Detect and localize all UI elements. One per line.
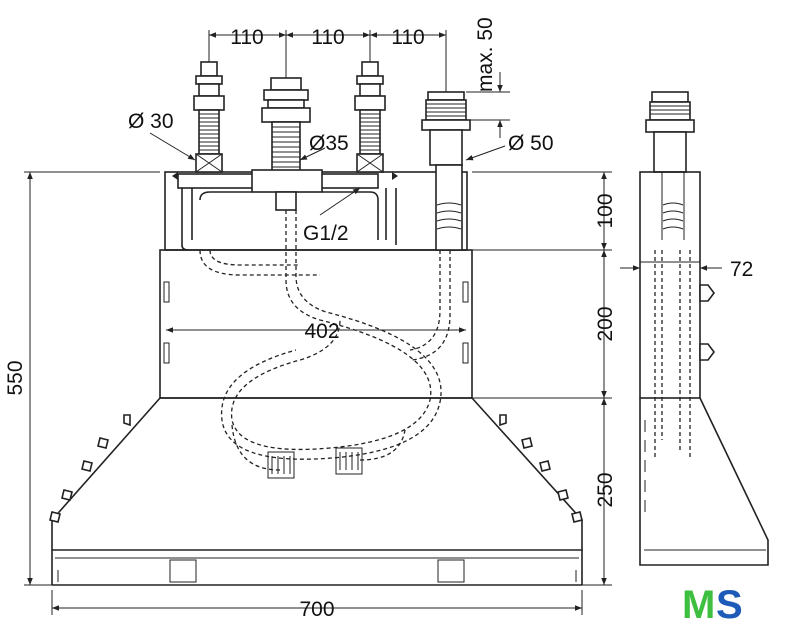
hidden-hoses (199, 210, 451, 479)
dim-110-1: 110 (230, 26, 263, 49)
ms-logo: M S (682, 583, 743, 627)
dim-700: 700 (299, 598, 334, 621)
dim-110-2: 110 (311, 26, 344, 49)
logo-letter-s: S (716, 583, 743, 627)
base-clips (49, 414, 583, 523)
dim-250: 250 (594, 472, 617, 507)
dim-110-3: 110 (391, 26, 424, 49)
dim-diameter-30: Ø 30 (128, 110, 174, 133)
flow-arrow-icon (392, 172, 398, 180)
right-valve (354, 61, 386, 173)
dim-diameter-50: Ø 50 (508, 132, 554, 155)
dim-thread-g12: G1/2 (303, 222, 349, 245)
dim-200: 200 (594, 306, 617, 341)
side-view (639, 91, 769, 566)
dimension-labels: 110 110 110 max. 50 Ø 30 Ø35 Ø 50 G1/2 4… (4, 17, 753, 621)
left-valve (193, 61, 225, 173)
dim-72: 72 (730, 258, 753, 281)
flow-arrow-icon (172, 172, 178, 180)
center-valve (261, 77, 311, 175)
dim-100: 100 (594, 193, 617, 228)
dim-diameter-35: Ø35 (309, 132, 349, 155)
dim-550: 550 (4, 360, 27, 395)
manifold (177, 169, 397, 251)
dim-402: 402 (304, 320, 339, 343)
dim-max-50: max. 50 (474, 17, 497, 92)
dimension-lines (24, 30, 722, 615)
front-view (49, 61, 583, 586)
logo-letter-m: M (682, 583, 715, 627)
diverter (421, 91, 471, 251)
